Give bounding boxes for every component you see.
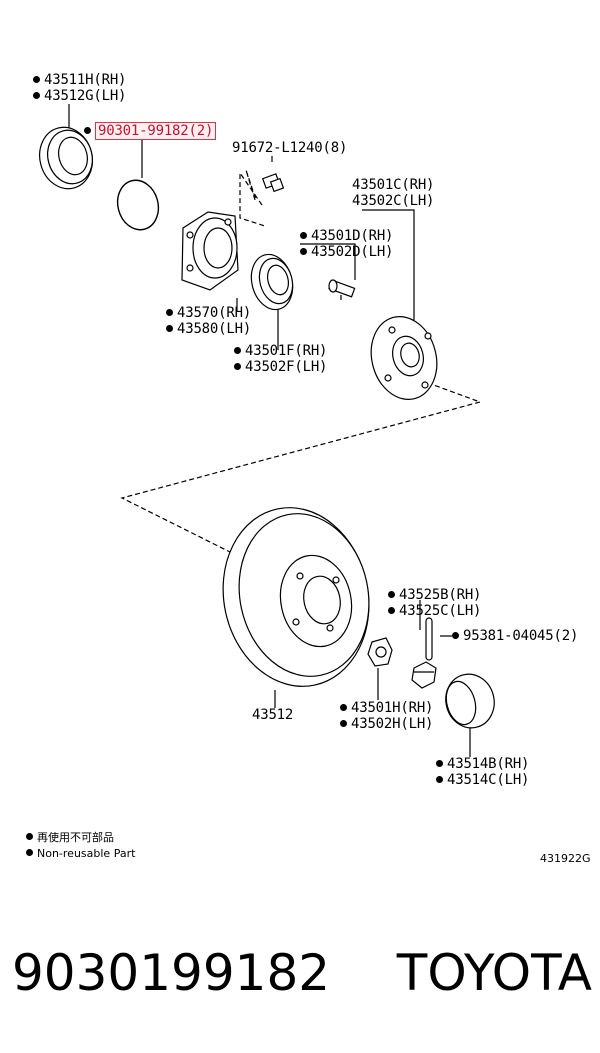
- non-reusable-dot-icon: [340, 704, 347, 711]
- non-reusable-dot-icon: [234, 363, 241, 370]
- label-43580[interactable]: 43580(LH): [166, 321, 251, 337]
- bolt-91672: [261, 173, 285, 193]
- label-95381[interactable]: 95381-04045(2): [452, 628, 578, 644]
- non-reusable-dot-icon: [33, 92, 40, 99]
- non-reusable-dot-icon: [436, 760, 443, 767]
- axle-hub: [370, 315, 438, 401]
- non-reusable-dot-icon: [340, 720, 347, 727]
- dashed-assembly-lines: [120, 169, 482, 557]
- non-reusable-dot-icon: [234, 347, 241, 354]
- legend-line-en: Non-reusable Part: [26, 846, 135, 862]
- non-reusable-dot-icon: [26, 849, 33, 856]
- illustration-code: 431922G: [540, 852, 591, 865]
- non-reusable-dot-icon: [84, 127, 91, 134]
- leader-lines: [68, 104, 471, 757]
- highlighted-part-number: 90301-99182(2): [95, 122, 217, 140]
- label-43512g[interactable]: 43512G(LH): [33, 88, 126, 104]
- bearing-housing: [181, 211, 239, 291]
- cotter-pin: [425, 617, 433, 661]
- non-reusable-dot-icon: [33, 76, 40, 83]
- label-43501d[interactable]: 43501D(RH): [300, 228, 393, 244]
- non-reusable-dot-icon: [166, 325, 173, 332]
- label-43502h[interactable]: 43502H(LH): [340, 716, 433, 732]
- label-43514c[interactable]: 43514C(LH): [436, 772, 529, 788]
- hub-bolt: [328, 279, 356, 298]
- label-43502c[interactable]: 43502C(LH): [352, 193, 435, 209]
- part-number: 9030199182: [12, 944, 331, 1002]
- label-43512[interactable]: 43512: [252, 707, 294, 723]
- label-43502f[interactable]: 43502F(LH): [234, 359, 327, 375]
- non-reusable-dot-icon: [388, 607, 395, 614]
- label-43525b[interactable]: 43525B(RH): [388, 587, 481, 603]
- oil-seal: [39, 126, 93, 190]
- label-43525c[interactable]: 43525C(LH): [388, 603, 481, 619]
- label-43502d[interactable]: 43502D(LH): [300, 244, 393, 260]
- non-reusable-dot-icon: [300, 232, 307, 239]
- label-90301-highlighted[interactable]: 90301-99182(2): [84, 122, 217, 140]
- label-43501c[interactable]: 43501C(RH): [352, 177, 435, 193]
- non-reusable-dot-icon: [166, 309, 173, 316]
- footer: 9030199182 TOYOTA: [12, 938, 592, 1008]
- label-43514b[interactable]: 43514B(RH): [436, 756, 529, 772]
- non-reusable-dot-icon: [26, 833, 33, 840]
- brand-name: TOYOTA: [396, 944, 592, 1002]
- label-43570[interactable]: 43570(RH): [166, 305, 251, 321]
- grease-cap: [445, 673, 495, 729]
- o-ring: [116, 179, 160, 231]
- non-reusable-dot-icon: [388, 591, 395, 598]
- nut-lock-cap: [411, 661, 437, 689]
- non-reusable-dot-icon: [452, 632, 459, 639]
- exploded-parts-diagram: [39, 104, 495, 757]
- non-reusable-dot-icon: [300, 248, 307, 255]
- hub-nut: [367, 637, 393, 667]
- label-91672[interactable]: 91672-L1240(8): [232, 140, 348, 156]
- legend-line-jp: 再使用不可部品: [26, 830, 135, 846]
- wheel-bearing: [250, 253, 294, 311]
- label-43501f[interactable]: 43501F(RH): [234, 343, 327, 359]
- label-43511h[interactable]: 43511H(RH): [33, 72, 126, 88]
- label-43501h[interactable]: 43501H(RH): [340, 700, 433, 716]
- legend: 再使用不可部品 Non-reusable Part: [26, 830, 135, 862]
- brake-disc: [222, 507, 370, 687]
- non-reusable-dot-icon: [436, 776, 443, 783]
